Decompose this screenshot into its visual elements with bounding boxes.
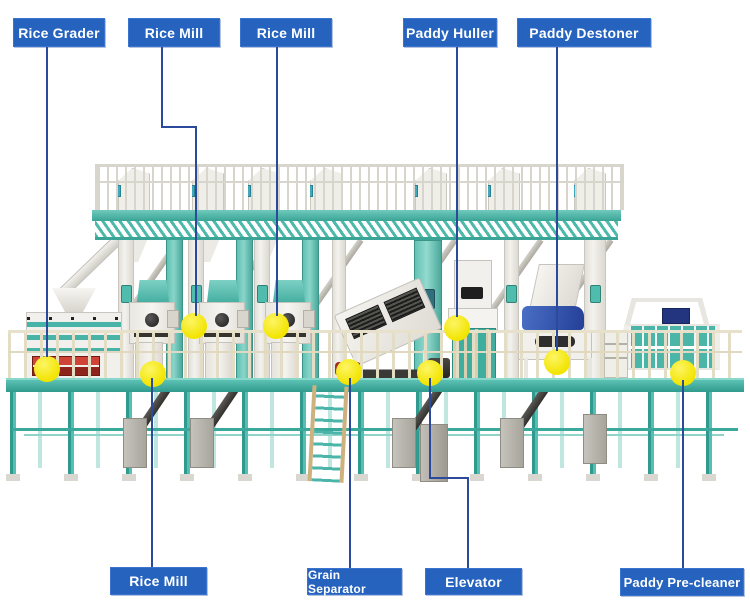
label-paddy-destoner: Paddy Destoner: [517, 18, 651, 47]
callout-line-elevator: [467, 477, 469, 568]
separator-screen: [383, 287, 426, 323]
marker-paddy-huller: [444, 315, 470, 341]
marker-rice-mill-1: [181, 313, 207, 339]
callout-line-paddy-huller: [456, 45, 458, 317]
destoner-blue-cover: [522, 306, 584, 330]
inspection-window: [506, 285, 517, 303]
label-paddy-pre-cleaner: Paddy Pre-cleaner: [620, 568, 744, 596]
mill-motor: [237, 310, 249, 328]
huller-screen: [461, 287, 483, 299]
label-rice-mill-bottom: Rice Mill: [110, 567, 207, 595]
walkway-railing: [8, 330, 742, 378]
top-platform-truss: [95, 221, 618, 240]
grader-funnel: [52, 288, 96, 314]
mill-motor: [167, 310, 179, 328]
mill-hopper: [137, 280, 169, 302]
label-grain-separator: Grain Separator: [307, 568, 402, 596]
collector-box: [190, 418, 214, 468]
inspection-window: [589, 285, 601, 303]
inspection-window: [256, 285, 268, 303]
top-platform-railing: [95, 164, 624, 210]
label-paddy-huller: Paddy Huller: [403, 18, 497, 47]
mill-hopper: [273, 280, 305, 302]
callout-line-rice-mill-1: [161, 45, 163, 127]
label-elevator: Elevator: [425, 568, 522, 595]
pre-cleaner-inlet-box: [662, 308, 690, 324]
elevator-boot: [420, 424, 448, 482]
marker-rice-mill-bottom: [140, 361, 166, 387]
walkway-deck: [6, 378, 744, 392]
access-ladder: [307, 385, 349, 483]
callout-line-grain-separator: [349, 378, 351, 568]
marker-rice-grader: [34, 356, 60, 382]
huller-head: [454, 260, 492, 310]
callout-line-rice-grader: [46, 45, 48, 357]
label-rice-grader: Rice Grader: [13, 18, 105, 47]
callout-line-elevator: [429, 378, 431, 478]
platform-legs: [10, 390, 740, 478]
callout-line-rice-mill-1: [161, 126, 197, 128]
collector-box: [500, 418, 524, 468]
collector-box: [123, 418, 147, 468]
collector-box: [583, 414, 607, 464]
top-platform-deck: [92, 210, 621, 221]
label-rice-mill-1: Rice Mill: [128, 18, 220, 47]
label-rice-mill-2: Rice Mill: [240, 18, 332, 47]
callout-line-rice-mill-bottom: [151, 378, 153, 567]
callout-line-paddy-pre-cleaner: [682, 380, 684, 568]
marker-rice-mill-2: [263, 313, 289, 339]
platform-cross-brace: [12, 428, 738, 431]
inspection-window: [120, 285, 132, 303]
leg-foot-pads: [6, 474, 740, 481]
callout-line-rice-mill-2: [276, 45, 278, 316]
marker-paddy-destoner: [544, 349, 570, 375]
mill-motor: [303, 310, 315, 328]
collector-box: [392, 418, 416, 468]
mill-hopper: [207, 280, 239, 302]
callout-line-elevator: [429, 477, 469, 479]
callout-line-rice-mill-1: [195, 126, 197, 316]
callout-line-paddy-destoner: [556, 45, 558, 351]
